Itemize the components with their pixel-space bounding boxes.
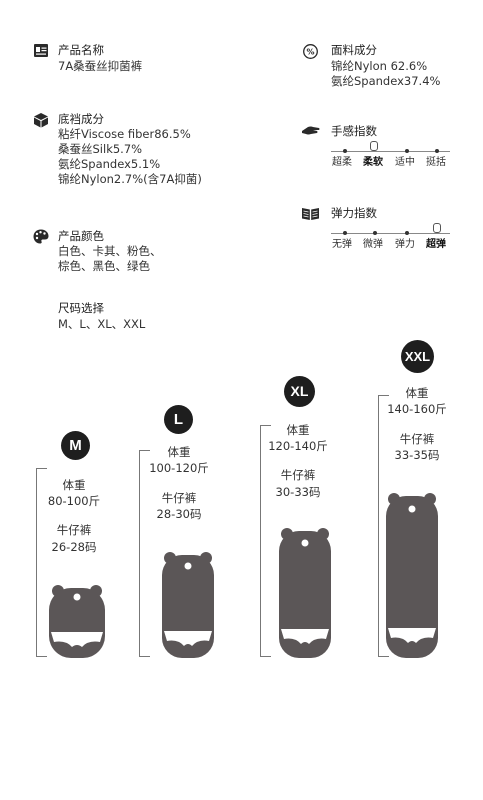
- size-badge-m: M: [61, 431, 90, 460]
- weight-label-xl: 体重: [286, 423, 310, 437]
- colors-title: 产品颜色: [58, 229, 104, 243]
- weight-label-l: 体重: [167, 445, 191, 459]
- hand-icon: [302, 126, 320, 135]
- svg-text:%: %: [306, 48, 314, 57]
- bracket-xl-top: [260, 425, 271, 426]
- jeans-label-l: 牛仔裤: [161, 491, 197, 505]
- elastic-dot-3: [405, 231, 409, 235]
- size-badge-xxl: XXL: [401, 340, 434, 373]
- size-badge-xl: XL: [284, 376, 315, 407]
- feel-dot-1: [343, 149, 347, 153]
- jeans-value-l: 28-30码: [156, 507, 202, 521]
- bear-figure-l-icon: [162, 552, 214, 658]
- feel-dot-3: [405, 149, 409, 153]
- jeans-label-m: 牛仔裤: [56, 523, 92, 537]
- elastic-label-4: 超弹: [426, 239, 446, 250]
- weight-value-xxl: 140-160斤: [387, 402, 447, 416]
- sizes-value: M、L、XL、XXL: [58, 317, 146, 331]
- bracket-m-top: [36, 468, 47, 469]
- feel-scale-track: [331, 151, 450, 152]
- weight-value-xl: 120-140斤: [268, 439, 328, 453]
- bear-figure-xl-icon: [279, 528, 331, 658]
- weight-value-m: 80-100斤: [47, 494, 101, 508]
- sizes-title: 尺码选择: [58, 301, 104, 315]
- bracket-l: [139, 450, 140, 656]
- feel-label-3: 适中: [395, 157, 415, 168]
- feel-selected-marker: [370, 141, 378, 151]
- feel-label-1: 超柔: [332, 157, 352, 168]
- elastic-dot-2: [373, 231, 377, 235]
- elastic-title: 弹力指数: [331, 206, 377, 220]
- elastic-dot-1: [343, 231, 347, 235]
- crotch-line-2: 桑蚕丝Silk5.7%: [58, 142, 143, 156]
- colors-line-1: 白色、卡其、粉色、: [58, 244, 162, 258]
- bracket-m: [36, 468, 37, 656]
- bear-figure-m-icon: [49, 585, 105, 658]
- jeans-label-xxl: 牛仔裤: [399, 432, 435, 446]
- bracket-xxl-top: [378, 395, 389, 396]
- book-icon: [302, 208, 319, 220]
- feel-label-4: 挺括: [426, 157, 446, 168]
- crotch-line-3: 氨纶Spandex5.1%: [58, 157, 161, 171]
- size-badge-l: L: [164, 405, 193, 434]
- weight-label-m: 体重: [62, 478, 86, 492]
- id-card-icon: [34, 44, 48, 57]
- bracket-xl-bottom: [260, 656, 271, 657]
- crotch-line-1: 粘纤Viscose fiber86.5%: [58, 127, 191, 141]
- product-name-title: 产品名称: [58, 43, 104, 57]
- fabric-title: 面料成分: [331, 43, 377, 57]
- jeans-value-xl: 30-33码: [275, 485, 321, 499]
- bracket-l-top: [139, 450, 150, 451]
- bracket-xxl: [378, 395, 379, 656]
- crotch-title: 底裆成分: [58, 112, 104, 126]
- elastic-label-3: 弹力: [395, 239, 415, 250]
- bracket-xxl-bottom: [378, 656, 389, 657]
- bear-figure-xxl-icon: [386, 493, 438, 658]
- colors-line-2: 棕色、黑色、绿色: [58, 259, 150, 273]
- box-icon: [34, 113, 48, 128]
- elastic-selected-marker: [433, 223, 441, 233]
- fabric-line-2: 氨纶Spandex37.4%: [331, 74, 441, 88]
- bracket-m-bottom: [36, 656, 47, 657]
- weight-value-l: 100-120斤: [149, 461, 209, 475]
- palette-icon: [33, 229, 49, 244]
- fabric-line-1: 锦纶Nylon 62.6%: [331, 59, 428, 73]
- feel-dot-4: [435, 149, 439, 153]
- product-name-value: 7A桑蚕丝抑菌裤: [58, 59, 143, 73]
- percent-badge-icon: %: [303, 44, 318, 59]
- crotch-line-4: 锦纶Nylon2.7%(含7A抑菌): [58, 172, 202, 186]
- elastic-label-2: 微弹: [363, 239, 383, 250]
- jeans-label-xl: 牛仔裤: [280, 468, 316, 482]
- weight-label-xxl: 体重: [405, 386, 429, 400]
- bracket-l-bottom: [139, 656, 150, 657]
- elastic-label-1: 无弹: [332, 239, 352, 250]
- feel-label-2: 柔软: [363, 157, 383, 168]
- bracket-xl: [260, 425, 261, 656]
- jeans-value-m: 26-28码: [51, 540, 97, 554]
- feel-title: 手感指数: [331, 124, 377, 138]
- elastic-scale-track: [331, 233, 450, 234]
- jeans-value-xxl: 33-35码: [394, 448, 440, 462]
